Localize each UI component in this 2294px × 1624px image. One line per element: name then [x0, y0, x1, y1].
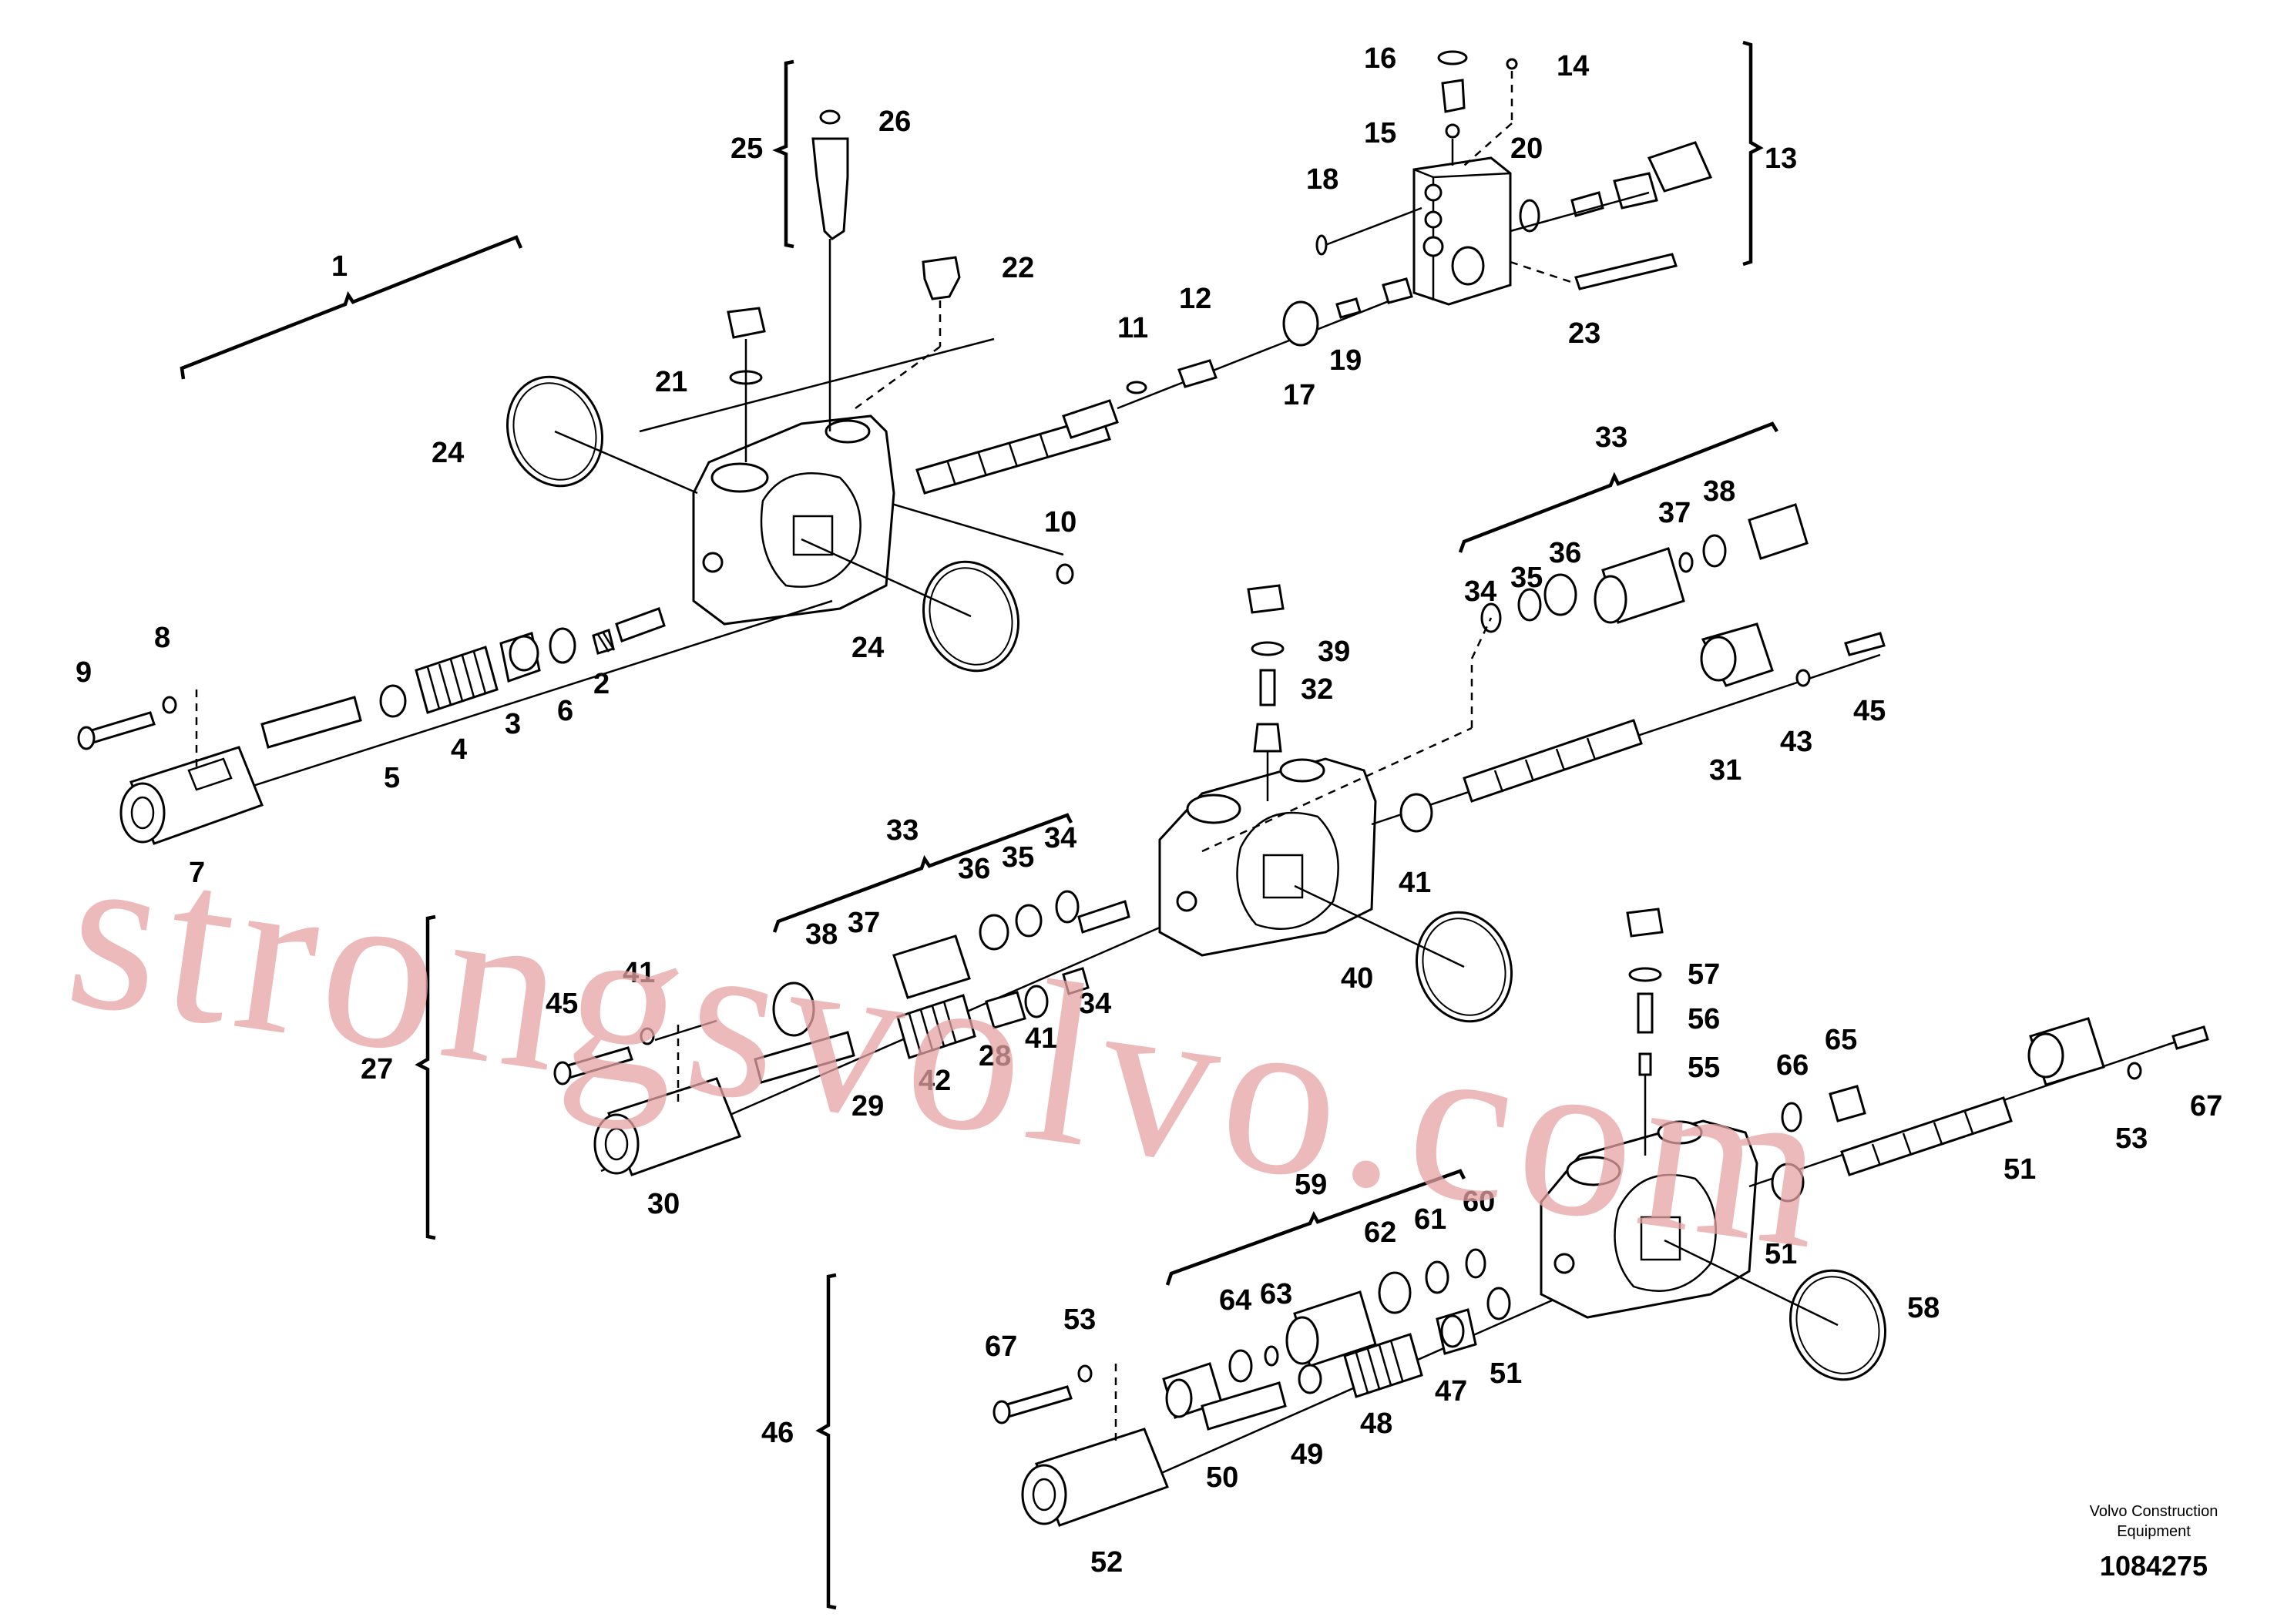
callout-13: 13 [1765, 143, 1797, 175]
callout-17: 17 [1283, 379, 1315, 411]
callout-66: 66 [1776, 1049, 1809, 1082]
callout-labels: 1 2 3 4 5 6 7 8 9 10 11 12 13 14 15 16 1… [76, 42, 2222, 1579]
callout-32: 32 [1301, 673, 1333, 706]
callout-67-a: 67 [985, 1330, 1017, 1363]
callout-67-b: 67 [2190, 1090, 2222, 1122]
callout-34-a: 34 [1464, 575, 1496, 608]
callout-31: 31 [1709, 754, 1741, 787]
callout-1: 1 [331, 250, 348, 283]
callout-41-a: 41 [1399, 867, 1431, 899]
callout-35-a: 35 [1510, 562, 1543, 594]
valve-section-27 [415, 421, 1886, 1240]
callout-12: 12 [1179, 283, 1211, 315]
callout-19: 19 [1329, 344, 1362, 377]
brand-line-1: Volvo Construction [2090, 1503, 2218, 1520]
callout-49: 49 [1291, 1438, 1323, 1471]
callout-26: 26 [878, 106, 911, 138]
bracket-13 [1742, 40, 1764, 267]
callout-60: 60 [1463, 1186, 1495, 1218]
callout-51-b: 51 [1765, 1238, 1797, 1270]
callout-38-a: 38 [1703, 475, 1735, 508]
callout-20: 20 [1510, 133, 1543, 165]
valve-section-1 [77, 40, 1764, 845]
callout-18: 18 [1306, 163, 1338, 196]
bracket-33-lower [772, 813, 1073, 933]
callout-58: 58 [1907, 1292, 1940, 1324]
callout-36-b: 36 [958, 853, 990, 885]
callout-46: 46 [761, 1417, 794, 1449]
callout-16: 16 [1364, 42, 1396, 75]
bracket-59 [1165, 1169, 1466, 1286]
callout-51-c: 51 [2003, 1153, 2036, 1186]
reference-number: 1084275 [2100, 1550, 2208, 1582]
callout-64: 64 [1219, 1284, 1251, 1317]
callout-47: 47 [1435, 1375, 1467, 1408]
callout-34-b: 34 [1044, 822, 1076, 854]
bracket-25 [772, 59, 794, 249]
callout-11: 11 [1117, 312, 1148, 344]
callout-51-a: 51 [1490, 1357, 1522, 1390]
callout-23: 23 [1568, 317, 1600, 350]
bracket-46 [815, 1273, 837, 1610]
bracket-33-upper [1458, 421, 1778, 553]
bracket-27 [415, 914, 436, 1240]
callout-15: 15 [1364, 117, 1396, 149]
callout-43: 43 [1780, 726, 1812, 758]
callout-48: 48 [1360, 1408, 1392, 1440]
brand-line-2: Equipment [2117, 1523, 2191, 1540]
callout-57: 57 [1688, 958, 1720, 991]
callout-41-c: 41 [623, 957, 655, 989]
callout-55: 55 [1688, 1052, 1720, 1084]
callout-61: 61 [1414, 1203, 1446, 1236]
callout-62: 62 [1364, 1216, 1396, 1249]
callout-35-b: 35 [1002, 841, 1034, 874]
callout-27: 27 [361, 1053, 393, 1085]
callout-37-b: 37 [848, 907, 880, 939]
callout-3: 3 [505, 708, 521, 740]
callout-41-b: 41 [1025, 1022, 1057, 1055]
callout-30: 30 [647, 1188, 680, 1220]
callout-38-b: 38 [805, 918, 838, 951]
callout-45-a: 45 [1853, 695, 1886, 727]
callout-56: 56 [1688, 1003, 1720, 1035]
callout-53-a: 53 [1063, 1304, 1096, 1336]
callout-50: 50 [1206, 1461, 1238, 1494]
callout-52: 52 [1090, 1546, 1123, 1579]
callout-33-lower: 33 [886, 814, 919, 847]
bracket-1 [180, 235, 523, 380]
callout-14: 14 [1557, 50, 1589, 82]
callout-5: 5 [384, 762, 400, 794]
watermark: strongsvolvo.com [55, 798, 1847, 1299]
callout-40: 40 [1341, 962, 1373, 995]
callout-59: 59 [1295, 1169, 1327, 1201]
callout-2: 2 [593, 668, 610, 700]
callout-42: 42 [919, 1065, 951, 1097]
callout-29: 29 [851, 1090, 884, 1122]
callout-21: 21 [655, 366, 687, 398]
callout-34-c: 34 [1079, 988, 1111, 1020]
callout-6: 6 [557, 695, 573, 727]
callout-39: 39 [1318, 636, 1350, 668]
callout-4: 4 [451, 733, 467, 766]
callout-53-b: 53 [2115, 1122, 2148, 1155]
callout-45-b: 45 [546, 988, 578, 1020]
callout-8: 8 [154, 622, 170, 654]
callout-28: 28 [979, 1040, 1011, 1072]
callout-25: 25 [731, 133, 763, 165]
callout-37-a: 37 [1658, 497, 1691, 529]
callout-7: 7 [189, 857, 205, 889]
callout-33-upper: 33 [1595, 421, 1627, 454]
callout-36-a: 36 [1549, 537, 1581, 569]
valve-section-46 [815, 908, 2209, 1610]
callout-65: 65 [1825, 1024, 1857, 1056]
callout-63: 63 [1260, 1278, 1292, 1310]
brand-block: Volvo Construction Equipment 1084275 [2090, 1503, 2218, 1582]
callout-10: 10 [1044, 506, 1076, 539]
callout-24-lower: 24 [851, 632, 884, 664]
callout-24-upper: 24 [432, 437, 464, 469]
callout-22: 22 [1002, 252, 1034, 284]
callout-9: 9 [76, 656, 92, 689]
